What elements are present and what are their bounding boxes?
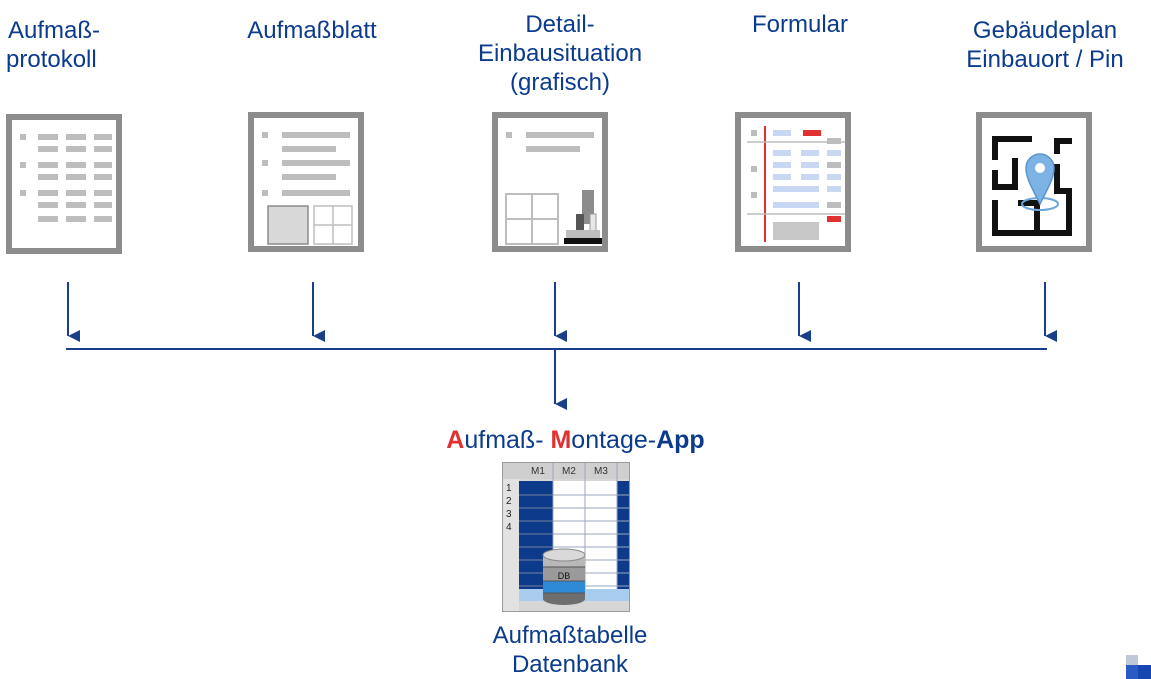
app-title: Aufmaß- Montage-App [0,426,1151,455]
label-aufmassblatt: Aufmaßblatt [222,16,402,45]
detail-einbausituation-document-icon [492,112,608,252]
app-title-m: M [550,426,572,454]
table-row-header: 2 [506,496,512,507]
label-formular: Formular [730,10,870,39]
label-line: protokoll [6,46,97,73]
label-line: Detail- [525,11,595,38]
table-column-header: M1 [531,466,545,477]
label-line: Einbauort / Pin [966,46,1124,73]
label-line: (grafisch) [509,69,611,96]
table-column-header: M2 [562,466,576,477]
gebaeudeplan-document-icon [976,112,1092,252]
label-line: Gebäudeplan [972,17,1118,44]
aufmassprotokoll-document-icon [6,114,122,254]
corner-logo-icon [1126,655,1151,679]
db-icon-label: DB [557,571,571,581]
database-caption: Aufmaßtabelle Datenbank [0,621,1140,679]
table-row-header: 4 [506,522,512,533]
label-gebaeudeplan: Gebäudeplan Einbauort / Pin [940,16,1150,74]
label-aufmassprotokoll: Aufmaß- protokoll [6,16,136,74]
database-table-icon: M1 M2 M3 1 2 3 4 DB [502,462,630,612]
label-line: Aufmaßblatt [247,17,377,44]
table-row-header: 1 [506,483,512,494]
label-detail-einbausituation: Detail- Einbausituation (grafisch) [455,10,665,97]
label-line: Aufmaß- [8,17,101,44]
app-title-app: App [656,426,705,454]
app-title-ufmass: ufmaß- [464,426,551,454]
label-line: Formular [751,11,848,38]
label-line: Einbausituation [477,40,643,67]
aufmassblatt-document-icon [248,112,364,252]
formular-document-icon [735,112,851,252]
table-column-header: M3 [594,466,608,477]
app-title-ontage: ontage- [571,426,657,454]
caption-line: Datenbank [511,651,629,678]
table-row-header: 3 [506,509,512,520]
app-title-a: A [446,426,465,454]
caption-line: Aufmaßtabelle [492,622,648,649]
